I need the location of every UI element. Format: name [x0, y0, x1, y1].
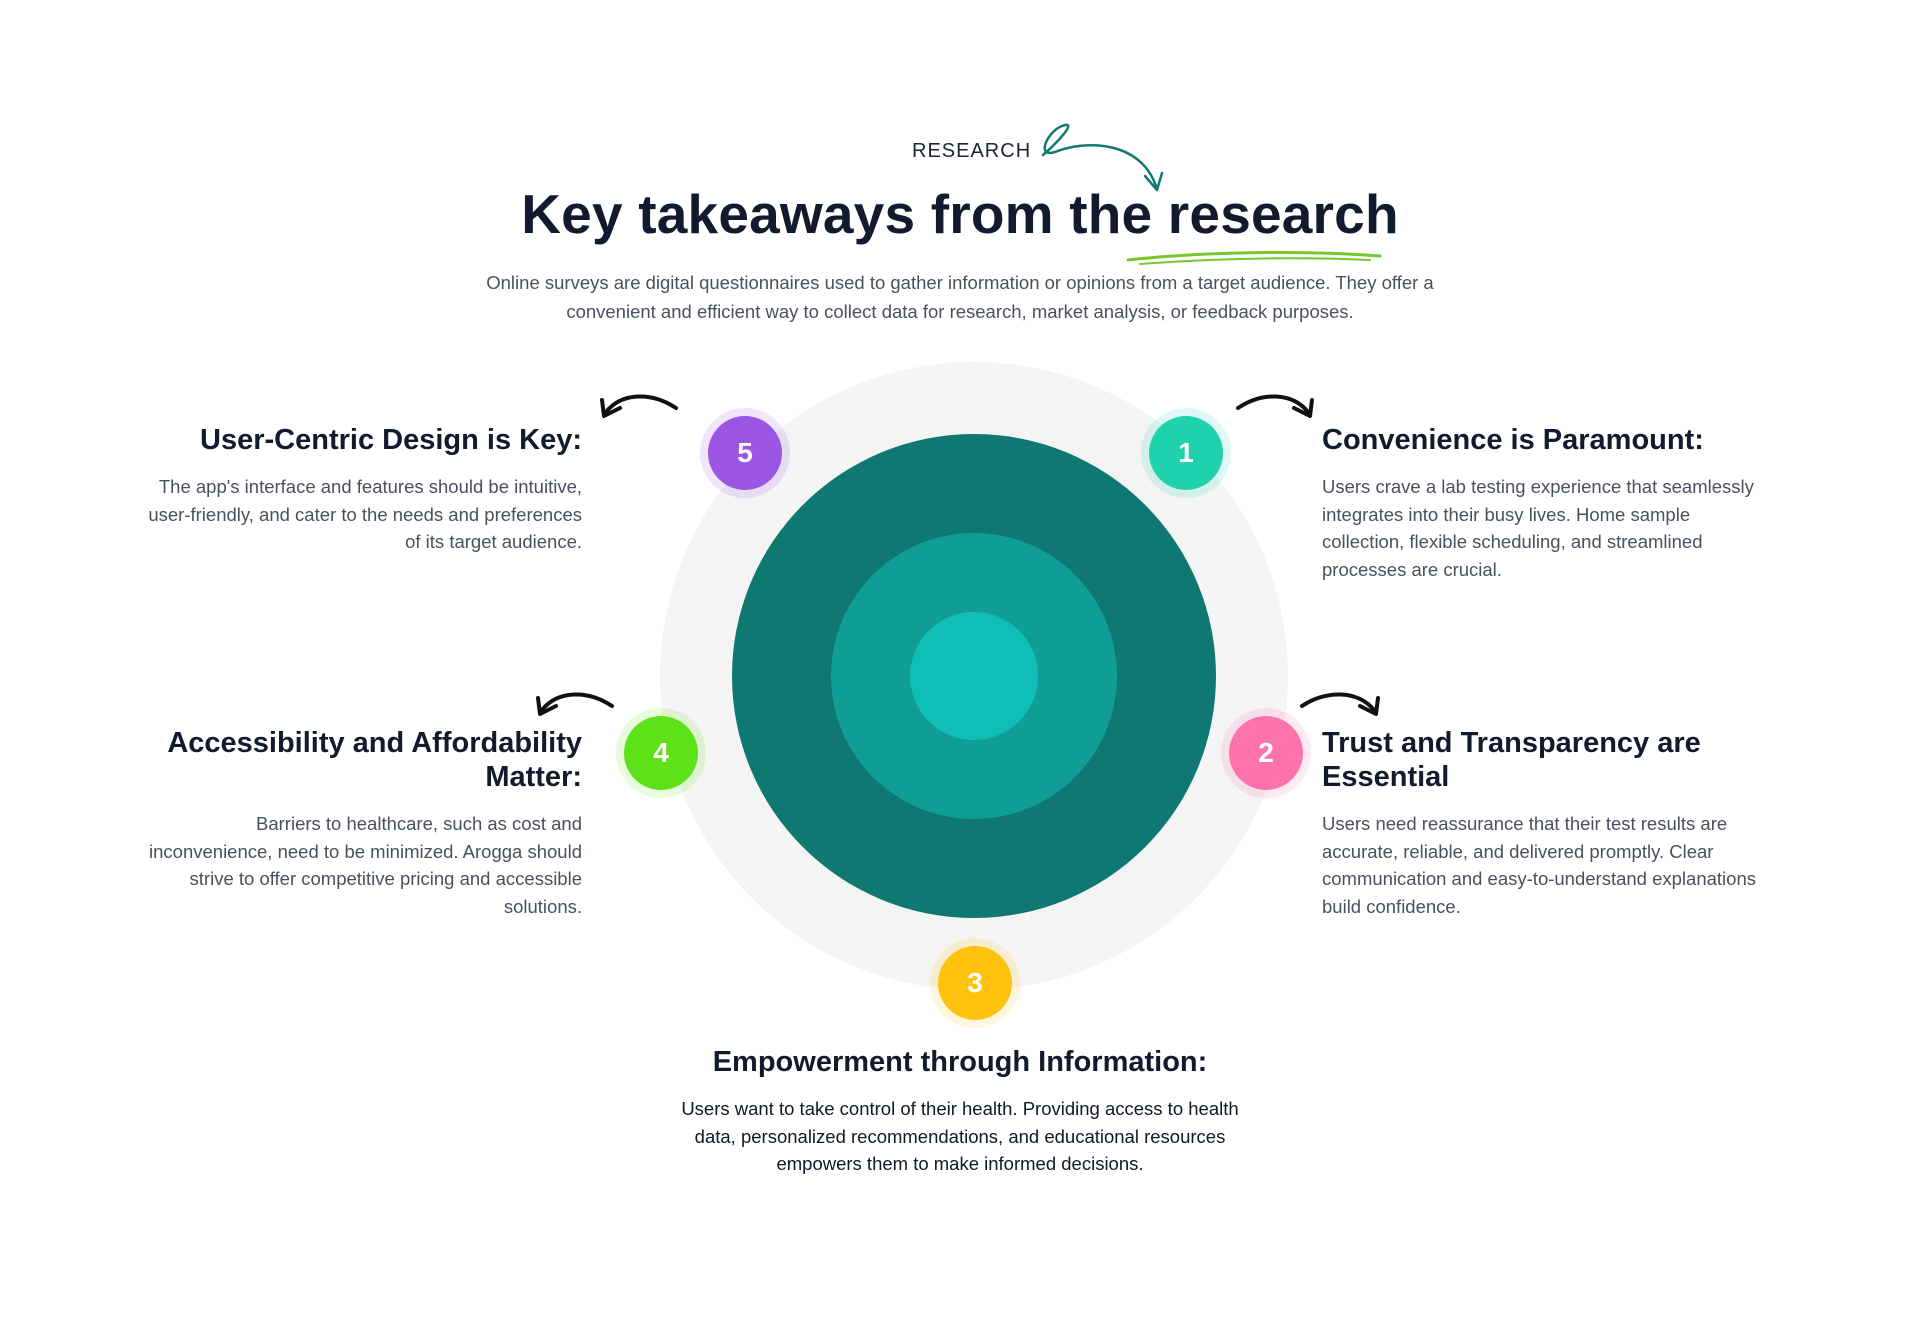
takeaway-title: Convenience is Paramount: [1322, 424, 1704, 456]
page-title: Key takeaways from the research [521, 183, 1399, 245]
takeaway-body: Users need reassurance that their test r… [1322, 813, 1756, 917]
takeaway-title: User-Centric Design is Key: [200, 424, 582, 456]
takeaway-body: Users crave a lab testing experience tha… [1322, 476, 1754, 580]
eyebrow-label: RESEARCH [912, 140, 1032, 162]
takeaway-body: Barriers to healthcare, such as cost and… [149, 813, 582, 917]
takeaway-card-3: Empowerment through Information: Users w… [660, 1045, 1260, 1178]
takeaway-card-4: Accessibility and Affordability Matter: … [130, 726, 582, 920]
title-underline [1126, 251, 1382, 262]
takeaway-title: Empowerment through Information: [712, 1046, 1208, 1078]
takeaway-body: Users want to take control of their heal… [681, 1098, 1239, 1174]
takeaway-card-5: User-Centric Design is Key: The app's in… [130, 423, 582, 556]
takeaway-title: Trust and Transparency are Essential [1322, 727, 1701, 793]
badge-1: 1 [1149, 416, 1223, 490]
takeaway-body: The app's interface and features should … [148, 476, 582, 552]
badge-4: 4 [624, 716, 698, 790]
takeaway-title: Accessibility and Affordability Matter: [167, 727, 582, 793]
curved-arrow-left-icon [604, 394, 678, 414]
intro-text: Online surveys are digital questionnaire… [486, 272, 1434, 322]
curved-arrow-right-icon [1300, 692, 1376, 712]
curved-arrow-left-icon [540, 692, 614, 712]
squiggle-arrow-icon [1041, 123, 1158, 188]
squiggle-arrowhead-icon [1143, 171, 1164, 192]
badge-3: 3 [938, 946, 1012, 1020]
takeaway-card-1: Convenience is Paramount: Users crave a … [1322, 423, 1762, 583]
title-underline-2 [1139, 257, 1371, 265]
badge-5: 5 [708, 416, 782, 490]
takeaway-card-2: Trust and Transparency are Essential Use… [1322, 726, 1772, 920]
curved-arrow-right-icon [1236, 394, 1310, 414]
badge-2: 2 [1229, 716, 1303, 790]
inner-ring [910, 612, 1038, 740]
